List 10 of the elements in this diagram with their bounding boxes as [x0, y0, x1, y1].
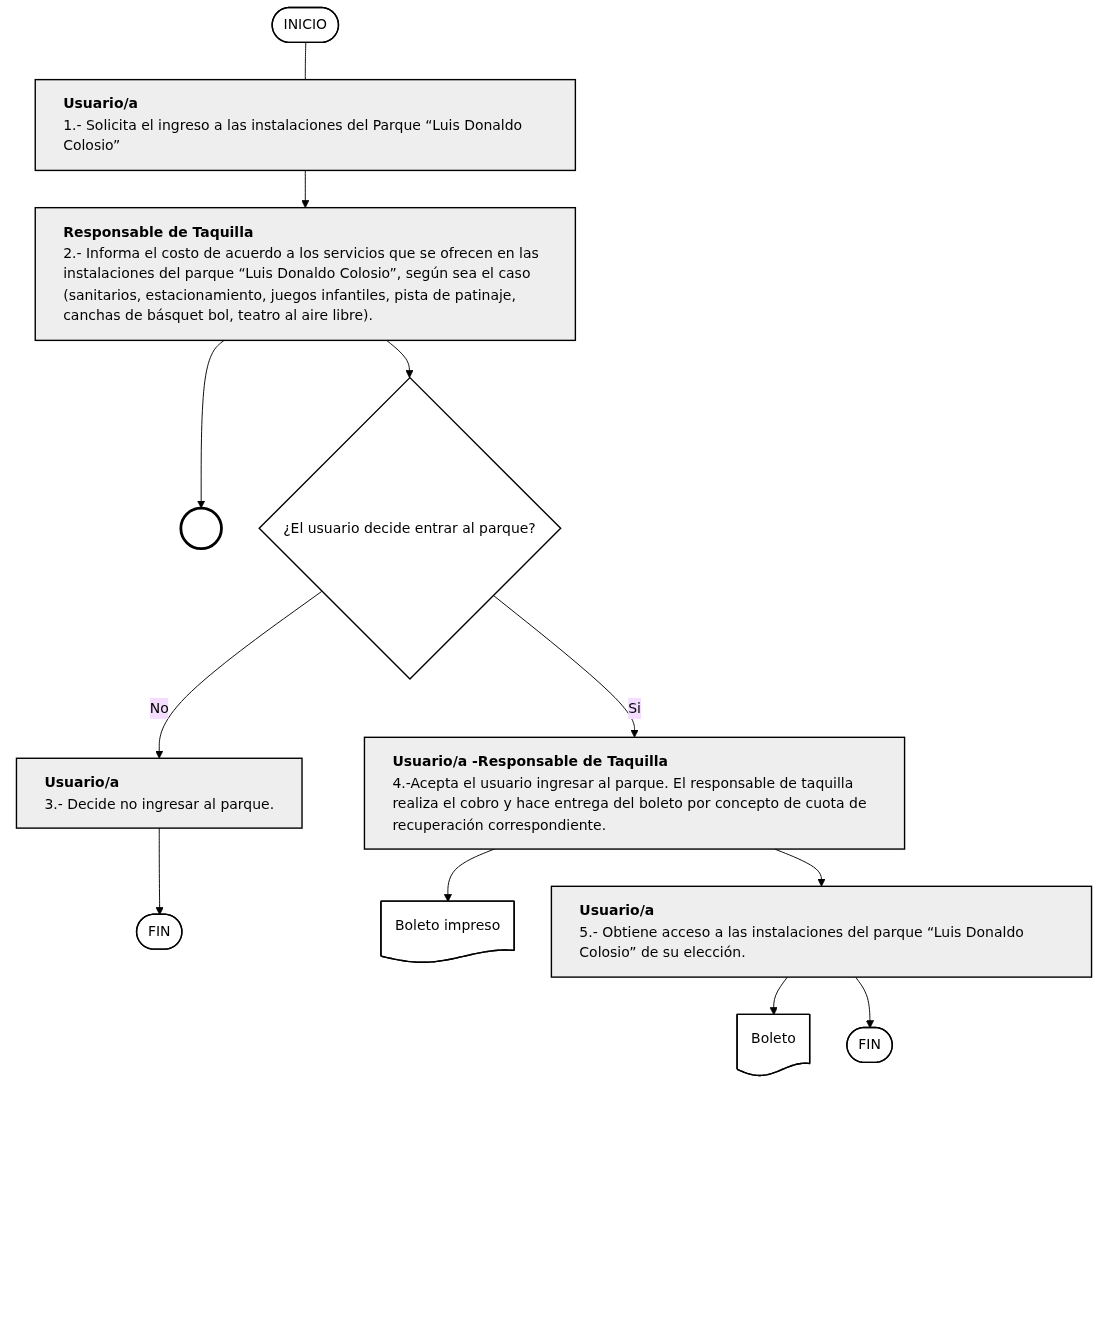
- node-box: Usuario/a 5.- Obtiene acceso a las instalaciones del parque “Luis Donaldo Colosio” de su elección.: [550, 885, 1092, 978]
- node-box: Usuario/a 3.- Decide no ingresar al parque.: [15, 757, 303, 829]
- edge-label: No: [149, 699, 169, 717]
- node-box: Usuario/a -Responsable de Taquilla 4.-Acepta el usuario ingresar al parque. El responsable de taquilla realiza el cobro y hace entrega del boleto por concepto de cuota de recuperación correspondiente.: [363, 736, 905, 850]
- node-circle: [178, 506, 223, 551]
- node-diamond: ¿El usuario decide entrar al parque?: [257, 376, 562, 681]
- connector: [304, 42, 306, 81]
- edge-label: Si: [627, 699, 641, 717]
- node-box: Usuario/a 1.- Solicita el ingreso a las instalaciones del Parque “Luis Donaldo Colosio”: [34, 78, 576, 172]
- node-box: Responsable de Taquilla 2.- Informa el costo de acuerdo a los servicios que se ofrecen en las instalaciones del parque “Luis Donaldo Colosio”, según sea el caso (sanitarios, estacionamiento, juegos infantiles, pista de patinaje, canchas de básquet bol, teatro al aire libre).: [34, 206, 576, 342]
